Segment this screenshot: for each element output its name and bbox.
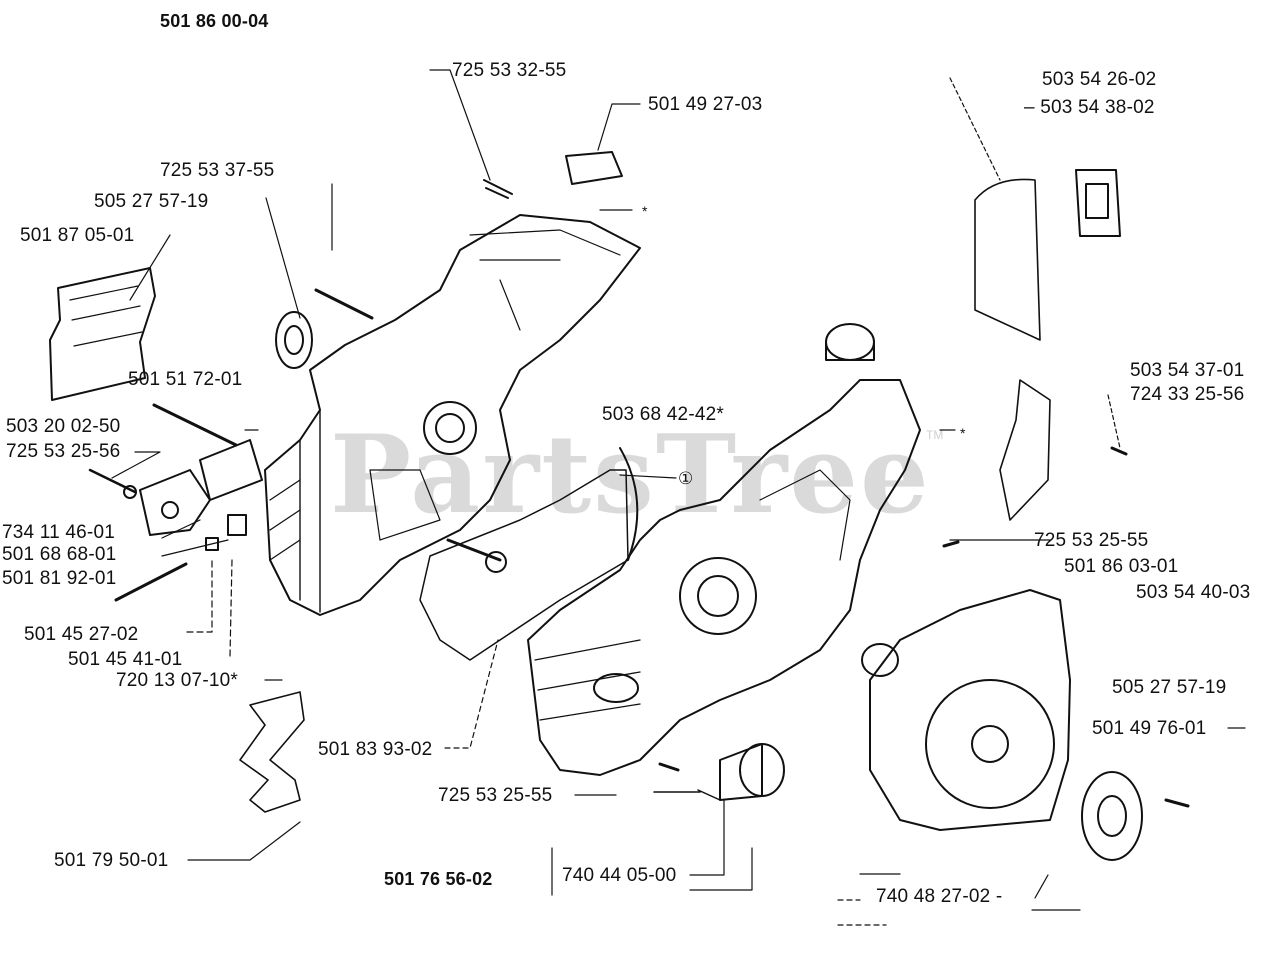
seal-clip xyxy=(619,447,639,561)
part-label: 503 54 26-02 xyxy=(1042,69,1157,90)
pulley xyxy=(1081,771,1143,861)
part-label: 740 44 05-00 xyxy=(562,865,677,886)
part-label: 501 45 41-01 xyxy=(68,649,183,670)
part-label: 734 11 46-01 xyxy=(2,522,115,543)
part-label: 501 83 93-02 xyxy=(318,739,433,760)
part-label: 725 53 32-55 xyxy=(452,60,567,81)
part-label: 725 53 25-55 xyxy=(1034,530,1149,551)
chain-guide-plate xyxy=(49,267,156,401)
rubber-buffer xyxy=(861,643,899,677)
gasket-square xyxy=(1075,169,1121,237)
chain-catcher-spring xyxy=(239,691,305,813)
part-label: – 503 54 38-02 xyxy=(1024,97,1155,118)
part-label: 725 53 25-55 xyxy=(438,785,553,806)
part-label: 725 53 37-55 xyxy=(160,160,275,181)
air-deflector xyxy=(974,178,1041,341)
right-crankcase xyxy=(527,379,921,776)
part-label: 501 49 76-01 xyxy=(1092,718,1207,739)
mount-bracket xyxy=(139,469,211,536)
rubber-block xyxy=(199,439,263,501)
part-label: 720 13 07-10* xyxy=(116,670,238,691)
leader-lines xyxy=(111,69,1246,926)
part-label: 725 53 25-56 xyxy=(6,441,121,462)
asterisk-mark: * xyxy=(960,425,966,441)
part-label: 501 87 05-01 xyxy=(20,225,135,246)
side-plate xyxy=(999,379,1051,521)
trademark-mark: TM xyxy=(926,428,944,442)
gasket xyxy=(419,469,629,661)
part-label: 505 27 57-19 xyxy=(94,191,209,212)
part-label: 503 54 40-03 xyxy=(1136,582,1251,603)
left-crankcase xyxy=(264,214,641,616)
small-nut-b xyxy=(227,514,247,536)
part-label: 740 48 27-02 - xyxy=(876,886,1003,907)
intake-cap xyxy=(825,323,875,361)
part-label: 501 81 92-01 xyxy=(2,568,117,589)
bolt-top xyxy=(483,179,513,199)
asterisk-mark: * xyxy=(642,203,648,219)
bearing-plate xyxy=(869,589,1071,831)
part-label: 501 49 27-03 xyxy=(648,94,763,115)
damper-block-top xyxy=(565,151,623,185)
part-label: 501 86 03-01 xyxy=(1064,556,1179,577)
part-label: 501 45 27-02 xyxy=(24,624,139,645)
part-label: 503 54 37-01 xyxy=(1130,360,1245,381)
callout-marker: ① xyxy=(678,469,694,488)
seal-ring-left xyxy=(275,311,313,369)
part-label: 503 20 02-50 xyxy=(6,416,121,437)
small-nut-a xyxy=(205,537,219,551)
header-part-number: 501 86 00-04 xyxy=(160,11,269,31)
footer-part-number: 501 76 56-02 xyxy=(384,869,493,889)
part-label: 501 79 50-01 xyxy=(54,850,169,871)
part-label: 505 27 57-19 xyxy=(1112,677,1227,698)
part-label: 501 68 68-01 xyxy=(2,544,117,565)
part-label: 724 33 25-56 xyxy=(1130,384,1245,405)
part-label: 503 68 42-42* xyxy=(602,404,724,425)
part-label: 501 51 72-01 xyxy=(128,369,243,390)
